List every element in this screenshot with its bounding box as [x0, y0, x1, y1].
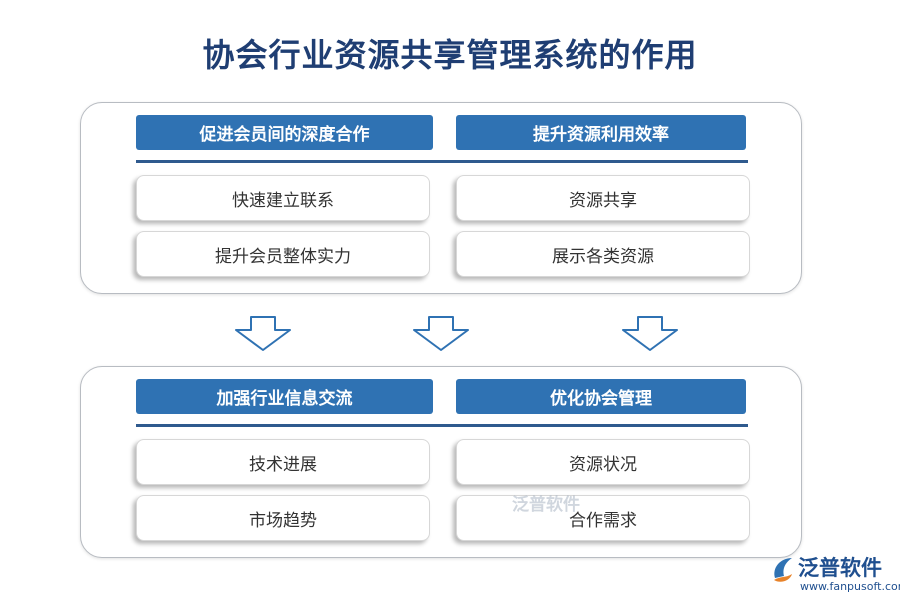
item-member-strength: 提升会员整体实力 [136, 231, 430, 277]
header-resource-efficiency: 提升资源利用效率 [456, 115, 746, 150]
watermark: 泛普软件 [512, 495, 580, 515]
down-arrow-icon [622, 316, 678, 351]
header-info-exchange: 加强行业信息交流 [136, 379, 433, 414]
item-resource-sharing: 资源共享 [456, 175, 750, 221]
down-arrow-icon [235, 316, 291, 351]
header-member-cooperation: 促进会员间的深度合作 [136, 115, 433, 150]
item-market-trend: 市场趋势 [136, 495, 430, 541]
item-resource-display: 展示各类资源 [456, 231, 750, 277]
section-divider [136, 160, 748, 163]
brand-name: 泛普软件 [798, 556, 882, 580]
page-title: 协会行业资源共享管理系统的作用 [202, 36, 698, 74]
item-quick-connect: 快速建立联系 [136, 175, 430, 221]
top-panel: 促进会员间的深度合作 提升资源利用效率 快速建立联系 提升会员整体实力 资源共享… [80, 102, 802, 294]
down-arrow-icon [413, 316, 469, 351]
brand-url: www.fanpusoft.com [800, 580, 900, 593]
bottom-panel: 加强行业信息交流 优化协会管理 技术进展 市场趋势 资源状况 合作需求 [80, 366, 802, 558]
header-association-management: 优化协会管理 [456, 379, 746, 414]
item-resource-status: 资源状况 [456, 439, 750, 485]
brand-logo: 泛普软件 www.fanpusoft.com [770, 552, 900, 598]
item-cooperation-demand: 合作需求 [456, 495, 750, 541]
item-tech-progress: 技术进展 [136, 439, 430, 485]
brand-logo-icon [774, 558, 792, 582]
section-divider [136, 424, 748, 427]
